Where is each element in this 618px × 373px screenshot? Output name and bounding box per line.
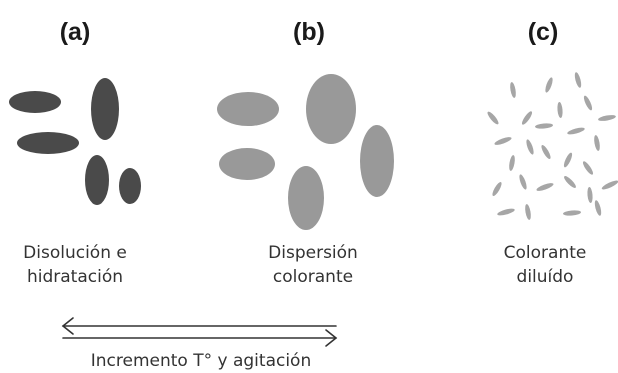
dye-molecule (526, 139, 534, 155)
panel-a: (a) Disolución e hidratación (9, 18, 141, 287)
arrow-right-head (325, 329, 338, 347)
dye-molecule (521, 111, 533, 125)
dye-molecule (492, 181, 502, 197)
panel-b-caption-line1: Dispersión (268, 243, 358, 263)
dye-molecule (587, 187, 593, 203)
panel-b-letter: (b) (293, 18, 325, 46)
panel-c-particles (487, 72, 618, 220)
dye-molecule (545, 77, 553, 93)
dye-molecule (487, 111, 499, 125)
dye-molecule (509, 155, 515, 171)
dye-dispersed-particle (288, 166, 324, 230)
panel-b-caption-line2: colorante (273, 267, 353, 287)
dye-aggregate (91, 78, 119, 140)
dye-molecule (563, 152, 573, 168)
dye-dispersed-particle (306, 74, 356, 144)
panel-c: (c) (487, 18, 618, 287)
dye-molecule (564, 176, 576, 188)
dye-molecule (594, 200, 602, 216)
panel-b: (b) Dispersión colorante (217, 18, 394, 287)
dye-molecule (567, 127, 585, 135)
dye-dispersed-particle (217, 92, 279, 126)
dye-aggregate (9, 91, 61, 113)
dye-molecule (541, 144, 551, 160)
dye-molecule (601, 180, 618, 190)
dye-molecule (574, 72, 582, 88)
panel-a-caption-line2: hidratación (27, 267, 123, 287)
dye-dispersed-particle (360, 125, 394, 197)
dye-molecule (594, 135, 600, 151)
dye-molecule (519, 174, 527, 190)
dye-aggregate (85, 155, 109, 205)
dye-molecule (582, 161, 594, 175)
dye-aggregate (119, 168, 141, 204)
panel-a-particles (9, 78, 141, 205)
dye-molecule (563, 210, 581, 216)
panel-b-particles (217, 74, 394, 230)
panel-a-letter: (a) (60, 18, 91, 46)
dye-molecule (598, 115, 616, 121)
panel-c-caption-line2: diluído (517, 267, 574, 287)
dye-molecule (583, 95, 593, 111)
panel-c-letter: (c) (528, 18, 559, 46)
dye-molecule (536, 183, 554, 191)
panel-a-caption-line1: Disolución e (23, 243, 127, 263)
process-arrow (61, 317, 338, 347)
dye-molecule (557, 102, 563, 118)
dye-molecule (497, 208, 515, 216)
dye-dispersed-particle (219, 148, 275, 180)
arrow-left-head (61, 317, 74, 335)
dye-molecule (525, 204, 531, 220)
dye-aggregate (17, 132, 79, 154)
dye-molecule (535, 123, 553, 129)
dye-molecule (494, 137, 512, 145)
dye-molecule (510, 82, 516, 98)
panel-c-caption-line1: Colorante (504, 243, 587, 263)
arrow-label: Incremento T° y agitación (91, 351, 312, 371)
